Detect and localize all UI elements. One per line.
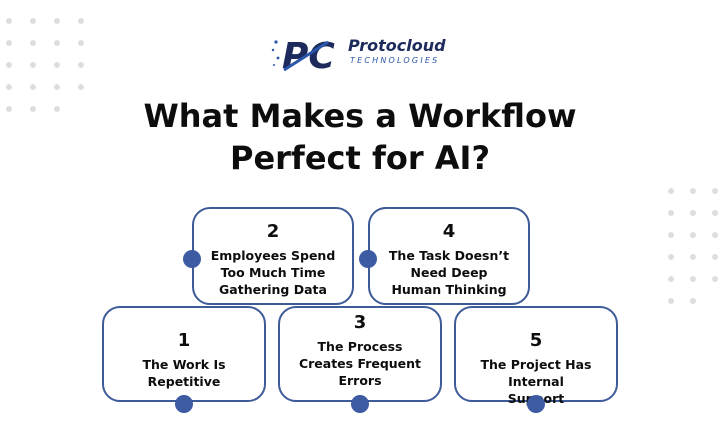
card-text: Employees Spend Too Much Time Gathering … xyxy=(210,248,336,297)
card-text: The Work Is Repetitive xyxy=(142,357,226,389)
card-number: 2 xyxy=(266,221,280,242)
card-number: 1 xyxy=(177,330,191,351)
brand-tagline: TECHNOLOGIES xyxy=(350,56,440,65)
card-1: 1 The Work Is Repetitive xyxy=(102,306,266,402)
connector-dot xyxy=(527,395,545,413)
card-4: 4 The Task Doesn’t Need Deep Human Think… xyxy=(368,207,530,305)
card-3: 3 The Process Creates Frequent Errors xyxy=(278,306,442,402)
connector-dot xyxy=(175,395,193,413)
page-title-line-2: Perfect for AI? xyxy=(229,139,491,177)
brand-name: Protocloud xyxy=(348,36,446,55)
dot-pattern-right xyxy=(660,180,720,320)
card-number: 5 xyxy=(529,330,543,351)
connector-dot xyxy=(351,395,369,413)
connector-dot xyxy=(183,250,201,268)
brand-logo: PC Protocloud TECHNOLOGIES xyxy=(270,32,470,76)
card-text: The Task Doesn’t Need Deep Human Thinkin… xyxy=(388,248,510,297)
card-2: 2 Employees Spend Too Much Time Gatherin… xyxy=(192,207,354,305)
connector-dot xyxy=(359,250,377,268)
card-5: 5 The Project Has Internal Support xyxy=(454,306,618,406)
dot-pattern-top-left xyxy=(0,0,110,130)
pc-monogram-icon: PC xyxy=(271,36,335,76)
card-number: 4 xyxy=(442,221,456,242)
card-text: The Process Creates Frequent Errors xyxy=(298,339,422,388)
card-number: 3 xyxy=(353,312,367,333)
page-title-line-1: What Makes a Workflow xyxy=(143,97,577,135)
